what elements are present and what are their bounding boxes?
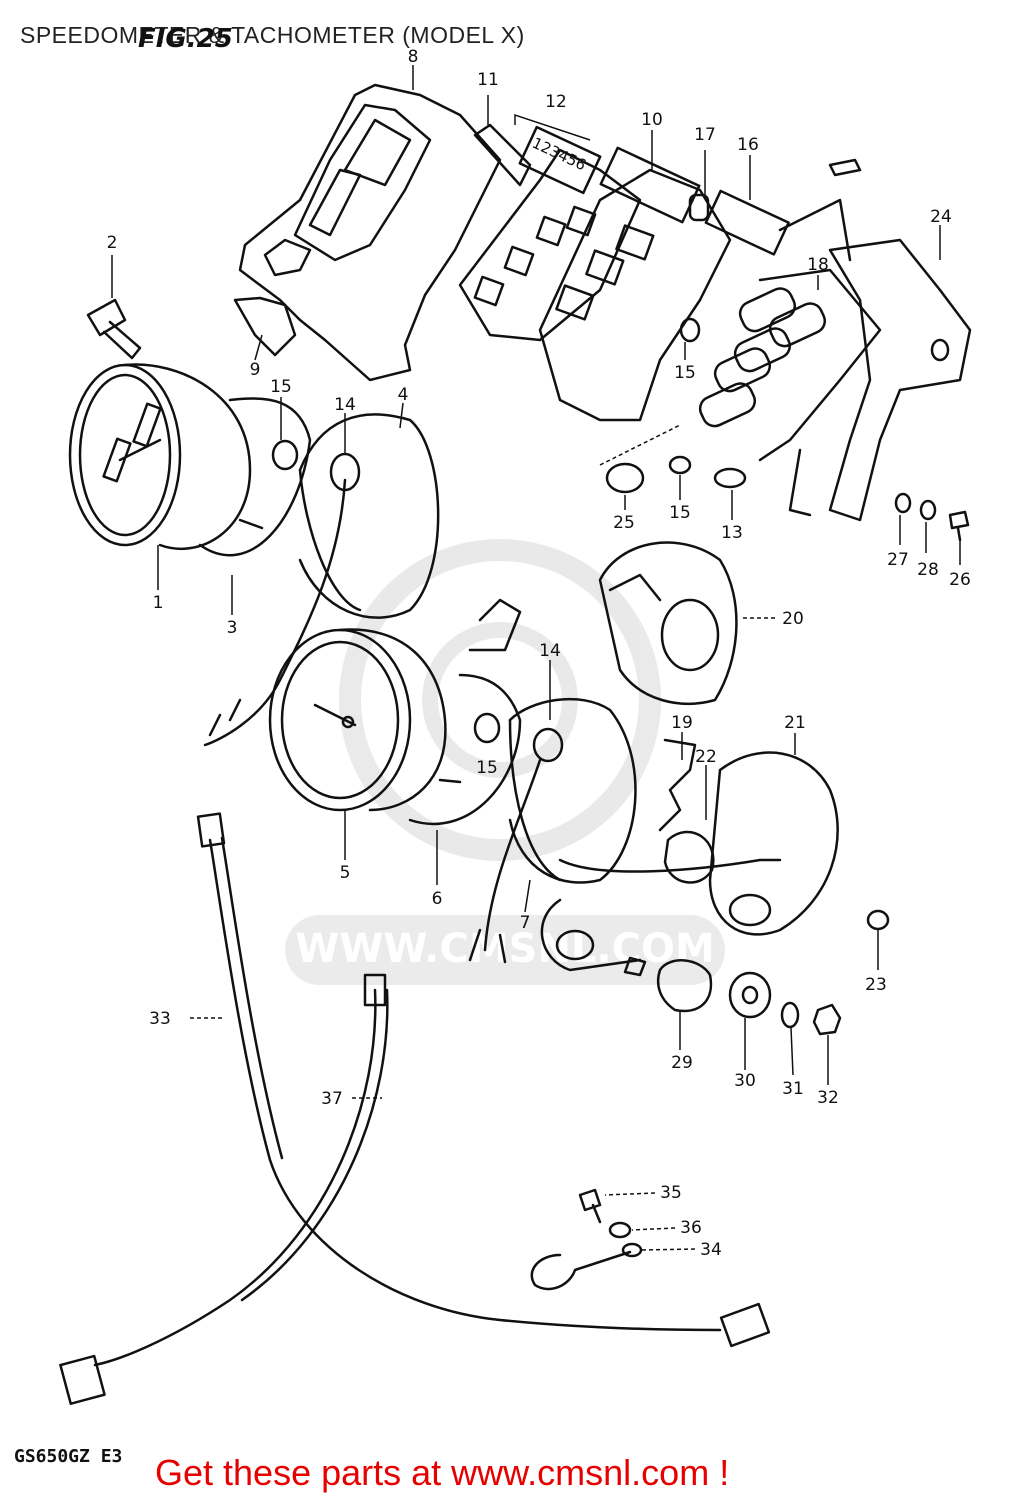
callout-34: 34 (700, 1240, 722, 1260)
part-6-gasket (408, 673, 522, 826)
callout-2: 2 (107, 233, 118, 253)
callout-37: 37 (321, 1089, 343, 1109)
callout-29: 29 (671, 1053, 693, 1073)
part-9-clip (233, 296, 297, 357)
indicator-panel (458, 125, 642, 342)
callout-33: 33 (149, 1009, 171, 1029)
part-13-socket (713, 467, 747, 489)
callout-30: 30 (734, 1071, 756, 1091)
callout-5: 5 (340, 863, 351, 883)
speedometer-cable (196, 812, 771, 1348)
callout-32: 32 (817, 1088, 839, 1108)
part-32-nut (812, 1003, 842, 1036)
promo-link-text[interactable]: Get these parts at www.cmsnl.com ! (155, 1452, 730, 1493)
instrument-cover-front (238, 83, 502, 382)
part-25-grommet (605, 462, 645, 494)
upper-case-cover (598, 541, 738, 705)
callout-15c: 15 (669, 503, 691, 523)
callout-22: 22 (695, 747, 717, 767)
part-19-bracket (658, 738, 697, 832)
part-35-screw (578, 1188, 602, 1224)
callout-21: 21 (784, 713, 806, 733)
callout-8: 8 (408, 47, 419, 67)
part-29-damper (656, 959, 713, 1013)
lower-case-cover (708, 751, 839, 936)
part-16-terminal (704, 189, 790, 256)
light-housing (538, 146, 732, 422)
callout-6: 6 (432, 889, 443, 909)
speedo-wire (203, 478, 347, 747)
harness-bracket (540, 858, 782, 972)
part-36-washer (608, 1221, 632, 1239)
callout-13: 13 (721, 523, 743, 543)
part-26-screw (948, 510, 970, 542)
callout-10: 10 (641, 110, 663, 130)
callout-19: 19 (671, 713, 693, 733)
watermark: WWW.CMSNL.COM (285, 539, 725, 985)
callout-27: 27 (887, 550, 909, 570)
part-22-damper (663, 830, 715, 884)
figure-label: FIG.25 (138, 24, 233, 54)
tacho-wire (468, 758, 542, 964)
callout-3: 3 (227, 618, 238, 638)
callout-1: 1 (153, 593, 164, 613)
part-30-washer (728, 971, 772, 1019)
tachometer-cable (59, 973, 389, 1405)
part-15-tacho-bulb (473, 712, 501, 744)
model-code: GS650GZ E3 (14, 1446, 123, 1467)
part-27-washer (894, 492, 912, 514)
part-15-speedo-bulb (271, 439, 299, 471)
callout-24: 24 (930, 207, 952, 227)
bulb-socket-cluster (698, 158, 882, 462)
part-17-bulb (688, 193, 710, 222)
mounting-bracket (788, 238, 972, 522)
callout-26: 26 (949, 570, 971, 590)
callout-12: 12 (545, 92, 567, 112)
part-23-nut (866, 909, 890, 931)
callout-15b: 15 (674, 363, 696, 383)
callout-36: 36 (680, 1218, 702, 1238)
part-31-washer (780, 1001, 800, 1029)
callout-18: 18 (807, 255, 829, 275)
callout-11: 11 (477, 70, 499, 90)
callout-16: 16 (737, 135, 759, 155)
tachometer-gauge (268, 628, 462, 812)
callout-numbers: 1 2 3 4 5 6 7 8 9 10 11 12 13 14 14 15 1… (107, 47, 971, 1260)
callout-28: 28 (917, 560, 939, 580)
callout-15d: 15 (476, 758, 498, 778)
callout-31: 31 (782, 1079, 804, 1099)
callout-7: 7 (520, 913, 531, 933)
part-15-bulb (668, 455, 692, 475)
part-3-gasket (198, 397, 312, 557)
callout-20: 20 (782, 609, 804, 629)
callout-14b: 14 (539, 641, 561, 661)
part-2-cable-fitting (86, 298, 142, 360)
callout-4: 4 (398, 385, 409, 405)
callout-25: 25 (613, 513, 635, 533)
callout-9: 9 (250, 360, 261, 380)
part-15-top-bulb (679, 317, 701, 343)
part-34-clip (530, 1250, 632, 1291)
watermark-text: WWW.CMSNL.COM (295, 926, 715, 972)
part-28-washer (919, 499, 937, 521)
indicator-digits: 123456 (529, 134, 589, 175)
callout-23: 23 (865, 975, 887, 995)
callout-14a: 14 (334, 395, 356, 415)
callout-35: 35 (660, 1183, 682, 1203)
speedometer-gauge (68, 363, 264, 551)
callout-15a: 15 (270, 377, 292, 397)
tachometer-case (468, 598, 637, 884)
page-title: SPEEDOMETER & TACHOMETER (MODEL X) (20, 22, 525, 48)
leader-lines (111, 65, 961, 1251)
callout-17: 17 (694, 125, 716, 145)
part-11-lens (473, 123, 532, 187)
